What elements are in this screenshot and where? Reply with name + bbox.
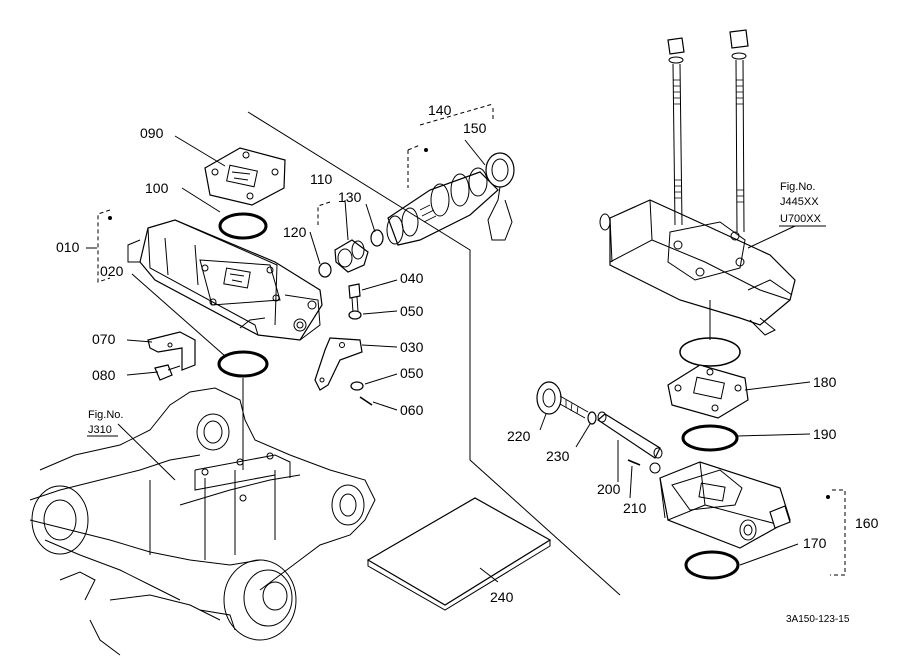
pin-210: [627, 459, 641, 466]
label-050-lower: 050: [400, 365, 424, 381]
drawing-code: 3A150-123-15: [786, 614, 850, 625]
cover-plate-180: [667, 364, 749, 419]
leader-lines: [86, 135, 811, 583]
quick-coupler-140: [386, 167, 499, 246]
label-210: 210: [623, 500, 647, 516]
label-110: 110: [310, 171, 333, 187]
valve-block-160: [649, 461, 791, 549]
bracket-070: [147, 331, 196, 371]
pin-060: [359, 396, 373, 406]
label-020: 020: [100, 263, 124, 279]
label-240: 240: [490, 589, 514, 605]
label-220: 220: [507, 428, 531, 444]
label-190: 190: [813, 426, 837, 442]
bolt-040: [348, 283, 361, 313]
fig-ref-right-title: Fig.No.: [780, 181, 815, 193]
label-130: 130: [338, 189, 362, 205]
o-ring-120: [318, 262, 332, 278]
o-ring-upper-right: [679, 337, 741, 367]
washer-230: [587, 411, 597, 425]
group-bracket-110: [317, 201, 331, 225]
label-140: 140: [428, 102, 452, 118]
group-bracket-010: [97, 209, 112, 283]
label-010: 010: [56, 239, 80, 255]
label-180: 180: [813, 374, 837, 390]
label-150: 150: [463, 120, 487, 136]
rod-200: [597, 411, 663, 459]
tractor-frame-outline: [29, 387, 376, 656]
fig-ref-left-title: Fig.No.: [88, 409, 123, 421]
sheet-240: [366, 497, 552, 611]
assembly-leader-line: [247, 111, 621, 596]
label-230: 230: [546, 448, 570, 464]
stud-right: [729, 29, 749, 233]
group-bracket-140: [407, 103, 494, 188]
label-100: 100: [145, 180, 169, 196]
label-160: 160: [855, 515, 879, 531]
fig-ref-right-number-2: U700XX: [780, 213, 822, 225]
label-090: 090: [140, 125, 164, 141]
knob-220: [536, 381, 589, 419]
control-valve-assembly: [127, 219, 323, 341]
cover-plate-090: [204, 147, 286, 206]
plate-030: [314, 337, 363, 391]
o-ring-190: [681, 424, 739, 452]
label-070: 070: [92, 331, 116, 347]
label-200: 200: [597, 481, 621, 497]
label-120: 120: [283, 224, 307, 240]
o-ring-130: [370, 229, 384, 247]
stud-left: [667, 37, 685, 226]
o-ring-020: [217, 350, 269, 378]
fig-ref-right-number-1: J445XX: [780, 196, 819, 208]
rear-valve-assembly: [599, 199, 796, 336]
dust-cap-150: [485, 152, 515, 241]
group-bracket-160: [826, 489, 846, 576]
label-170: 170: [803, 535, 827, 551]
o-ring-170: [684, 550, 740, 580]
label-080: 080: [92, 367, 116, 383]
washer-050-upper: [348, 310, 362, 320]
bolt-080: [154, 364, 181, 381]
label-040: 040: [400, 270, 424, 286]
o-ring-100: [218, 212, 268, 240]
fig-ref-left-number: J310: [88, 424, 112, 436]
label-050-upper: 050: [400, 303, 424, 319]
washer-050-lower: [350, 381, 364, 391]
label-030: 030: [400, 339, 424, 355]
fitting-110: [334, 239, 369, 273]
label-060: 060: [400, 402, 424, 418]
